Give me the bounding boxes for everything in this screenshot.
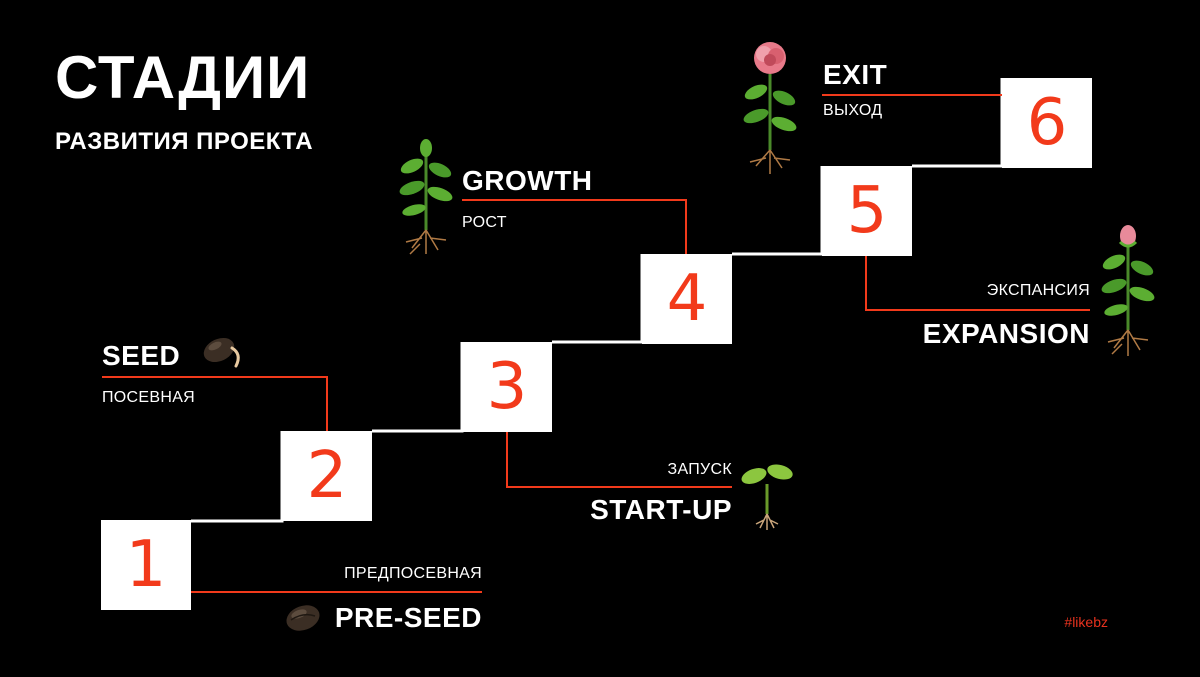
sprouting-seed-icon [203, 337, 240, 368]
step-3: 3 [462, 342, 552, 432]
budding-plant-icon [1101, 225, 1155, 356]
page-title: СТАДИИ [55, 44, 311, 111]
seedling-icon [741, 464, 793, 530]
stage-4-label: GROWTH [462, 165, 593, 196]
step-2: 2 [282, 431, 372, 521]
connector-seed [102, 376, 328, 431]
stage-1-label: PRE-SEED [334, 602, 482, 633]
step-5: 5 [822, 166, 912, 256]
page-subtitle: РАЗВИТИЯ ПРОЕКТА [55, 128, 314, 155]
stage-2-label-ru: ПОСЕВНАЯ [102, 389, 196, 406]
stage-6-label-ru: ВЫХОД [823, 102, 883, 119]
stage-5-label-ru: ЭКСПАНСИЯ [986, 282, 1090, 299]
step-6: 6 [1002, 78, 1092, 168]
stage-2-label: SEED [102, 340, 181, 371]
connector-start-up [506, 432, 732, 488]
young-plant-icon [399, 139, 453, 255]
stage-1-label-ru: ПРЕДПОСЕВНАЯ [344, 565, 482, 582]
blooming-rose-icon [743, 42, 797, 174]
stage-3-label: START-UP [590, 494, 732, 525]
seed-icon [286, 605, 320, 631]
step-4: 4 [642, 254, 732, 344]
stage-6-label: EXIT [823, 59, 888, 90]
stage-3-label-ru: ЗАПУСК [667, 461, 732, 478]
stage-5-label: EXPANSION [922, 318, 1090, 349]
step-1: 1 [101, 520, 191, 610]
connector-lines [102, 94, 1090, 593]
connector-expansion [865, 256, 1090, 311]
stage-4-label-ru: РОСТ [462, 214, 507, 231]
connector-growth [462, 199, 687, 254]
footer-hashtag: #likebz [1064, 614, 1108, 630]
